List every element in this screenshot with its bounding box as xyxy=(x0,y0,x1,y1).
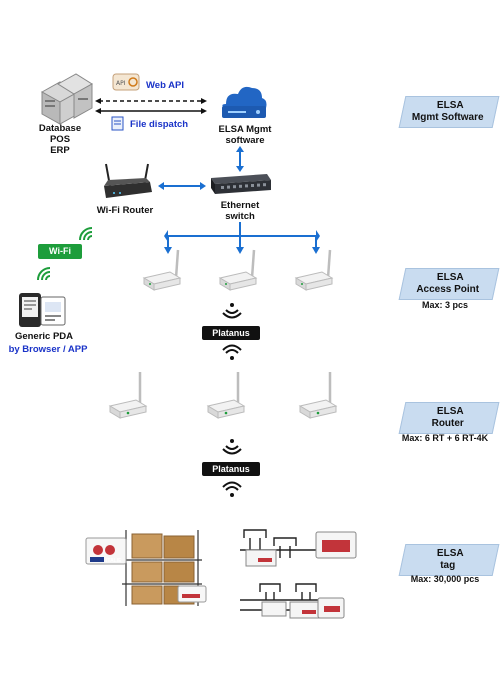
router-switch-link xyxy=(158,182,206,190)
wifi-router-icon xyxy=(104,163,152,198)
platanus-badge-2: Platanus xyxy=(202,462,260,476)
tier-badge-tag: ELSA tag xyxy=(398,544,500,576)
wifi-signal-pda-icon xyxy=(37,267,51,281)
wireless-signal-up-icon-2 xyxy=(222,439,242,455)
pda-access-label: by Browser / APP xyxy=(8,344,88,355)
tier-router-max: Max: 6 RT + 6 RT-4K xyxy=(401,433,489,443)
ethernet-switch-icon xyxy=(211,174,271,194)
pda-screen-icon xyxy=(40,296,66,326)
database-line2: POS xyxy=(49,134,71,145)
file-dispatch-label: File dispatch xyxy=(130,119,189,130)
tier-ap-line2: Access Point xyxy=(416,284,480,295)
api-icon: API xyxy=(112,73,140,91)
elsa-mgmt-line1: ELSA Mgmt xyxy=(218,124,272,135)
wireless-signal-down-icon-2 xyxy=(222,481,242,497)
tier-router-line2: Router xyxy=(431,418,464,429)
database-label: Database POS ERP xyxy=(30,123,90,156)
platanus-badge-1: Platanus xyxy=(202,326,260,340)
tier-router-line1: ELSA xyxy=(436,406,464,417)
pda-label: Generic PDA xyxy=(14,331,74,342)
router-2 xyxy=(206,372,246,419)
wireless-signal-up-icon xyxy=(222,303,242,319)
dispatch-arrows xyxy=(95,98,207,114)
svg-text:API: API xyxy=(116,80,126,87)
ethernet-switch-label: Ethernet switch xyxy=(212,200,268,222)
pda-device-icon xyxy=(19,293,41,327)
tier-tag-max: Max: 30,000 pcs xyxy=(410,574,480,584)
database-line3: ERP xyxy=(50,145,70,156)
database-line1: Database xyxy=(38,123,82,134)
elsa-mgmt-label: ELSA Mgmt software xyxy=(208,124,282,146)
wifi-router-label: Wi-Fi Router xyxy=(96,205,154,216)
shelf-labels-tags xyxy=(240,529,357,619)
tier-ap-line1: ELSA xyxy=(436,272,464,283)
elsa-mgmt-line2: software xyxy=(225,135,265,146)
web-api-label: Web API xyxy=(146,80,185,91)
switch-line1: Ethernet xyxy=(220,200,260,211)
tier-ap-max: Max: 3 pcs xyxy=(421,300,469,310)
elsa-mgmt-server-icon xyxy=(222,86,267,118)
mgmt-switch-link xyxy=(236,146,244,172)
tier-badge-software: ELSA Mgmt Software xyxy=(398,96,500,128)
router-1 xyxy=(108,372,148,419)
switch-ap-links xyxy=(164,222,320,254)
tag-brand-text: ITALIE xyxy=(106,558,122,564)
access-point-3 xyxy=(294,249,334,291)
file-dispatch-icon xyxy=(111,116,124,131)
access-point-1 xyxy=(142,249,182,291)
tier-tag-line1: ELSA xyxy=(436,548,464,559)
tier-software-line1: ELSA xyxy=(436,100,464,111)
tier-tag-line2: tag xyxy=(440,560,456,571)
wifi-signal-icon xyxy=(79,227,93,241)
shelf-boxes-tags xyxy=(85,530,207,606)
tier-badge-access-point: ELSA Access Point xyxy=(398,268,500,300)
tier-badge-router: ELSA Router xyxy=(398,402,500,434)
tier-software-line2: Mgmt Software xyxy=(411,112,484,123)
access-point-2 xyxy=(218,249,258,291)
switch-line2: switch xyxy=(225,211,255,222)
wifi-badge: Wi-Fi xyxy=(38,244,82,259)
wireless-signal-down-icon xyxy=(222,344,242,360)
database-server-icon xyxy=(40,73,93,125)
router-3 xyxy=(298,372,338,419)
